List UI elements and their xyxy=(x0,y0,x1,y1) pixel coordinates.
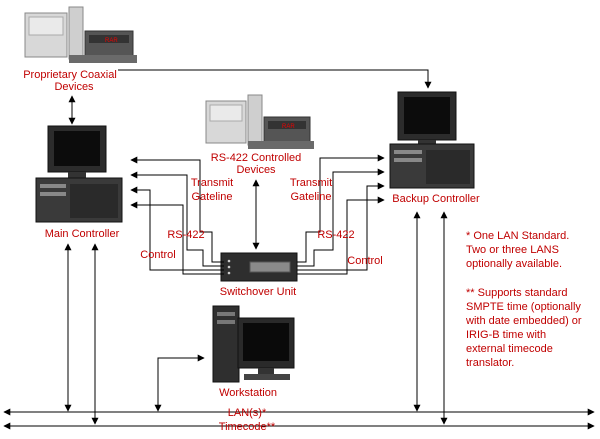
rs422-devices-label-line1: RS-422 Controlled xyxy=(211,152,302,164)
transmit-gateline-right-label-1: Transmit xyxy=(290,177,332,189)
transmit-gateline-left-label-1: Transmit xyxy=(191,177,233,189)
timecode-note-line: ** Supports standard xyxy=(466,287,568,299)
rs422-right-label: RS-422 xyxy=(317,229,354,241)
timecode-note: ** Supports standard SMPTE time (optiona… xyxy=(465,287,582,369)
prop-devices-label-line1: Proprietary Coaxial xyxy=(23,69,117,81)
tower-computer-icon xyxy=(35,125,123,223)
workstation-label: Workstation xyxy=(219,387,277,399)
lan-bus-label: LAN(s)* xyxy=(228,407,267,419)
connections xyxy=(3,69,595,430)
lan-note-line: * One LAN Standard. xyxy=(466,230,569,242)
control-left-label: Control xyxy=(140,249,175,261)
control-right-label: Control xyxy=(347,255,382,267)
timecode-note-line: SMPTE time (optionally xyxy=(466,301,581,313)
timecode-bus-label: Timecode** xyxy=(219,421,276,433)
workstation-icon xyxy=(212,305,295,383)
switchover-unit-icon xyxy=(220,252,298,282)
svg-text:RAR: RAR xyxy=(282,124,295,130)
backup-controller-label: Backup Controller xyxy=(392,193,480,205)
switchover-unit-label: Switchover Unit xyxy=(220,286,296,298)
timecode-note-line: translator. xyxy=(466,357,514,369)
transmit-gateline-right-label-2: Gateline xyxy=(291,191,332,203)
timecode-note-line: with date embedded) or xyxy=(465,315,582,327)
timecode-note-line: external timecode xyxy=(466,343,553,355)
rs422-devices-label-line2: Devices xyxy=(236,164,276,176)
timecode-note-line: IRIG-B time with xyxy=(466,329,546,341)
tower-computer-icon xyxy=(389,91,475,189)
svg-text:RAR: RAR xyxy=(105,38,118,44)
transmit-gateline-left-label-2: Gateline xyxy=(192,191,233,203)
lan-note-line: Two or three LANS xyxy=(466,244,559,256)
main-controller-label: Main Controller xyxy=(45,228,120,240)
prop-devices-label-line2: Devices xyxy=(54,81,94,93)
lan-note: * One LAN Standard. Two or three LANS op… xyxy=(466,230,569,270)
equipment-rack-icon: RAR xyxy=(24,6,137,63)
rs422-left-label: RS-422 xyxy=(167,229,204,241)
lan-note-line: optionally available. xyxy=(466,258,562,270)
equipment-rack-icon: RAR xyxy=(205,94,314,149)
